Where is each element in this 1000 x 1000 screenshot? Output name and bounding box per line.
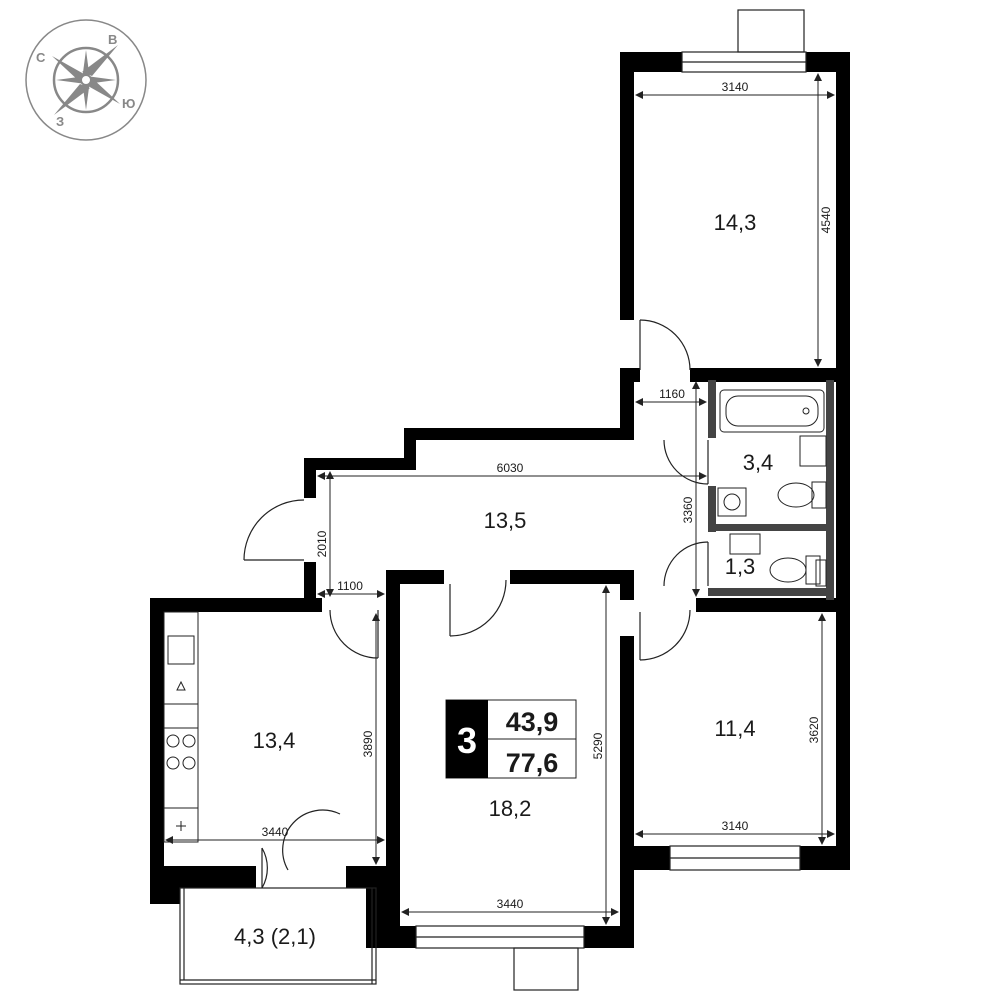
door-bedroom-bottom — [639, 609, 691, 661]
dim-entry-width: 1100 — [337, 579, 363, 593]
area-kitchen: 13,4 — [253, 728, 296, 753]
toilet-tank-icon — [811, 481, 827, 509]
kitchen-sink-icon — [167, 635, 195, 665]
door-kitchen — [329, 609, 379, 659]
windows — [415, 9, 807, 991]
door-balcony — [282, 809, 341, 871]
door-entrance — [243, 499, 305, 561]
area-bedroom-bottom: 11,4 — [714, 716, 755, 741]
dim-corridor-width: 6030 — [497, 461, 524, 475]
dim-living-height: 5290 — [591, 732, 605, 759]
dim-kitchen-width: 3440 — [262, 825, 289, 839]
compass-west-label: З — [56, 114, 64, 129]
compass: С В Ю З — [25, 19, 147, 141]
compass-rose-icon — [52, 45, 120, 115]
area-corridor: 13,5 — [484, 508, 527, 533]
door-wc — [663, 541, 709, 587]
door-bathroom — [663, 439, 709, 485]
fixtures — [163, 389, 827, 843]
dimension-labels: 3140 4540 1160 6030 2010 3360 1100 3890 … — [262, 80, 833, 911]
area-wc: 1,3 — [725, 554, 756, 579]
stove-icon — [166, 734, 180, 748]
total-area: 77,6 — [506, 748, 559, 778]
toilet-icon — [777, 482, 815, 508]
area-bedroom-top: 14,3 — [714, 210, 757, 235]
compass-south-label: Ю — [122, 96, 135, 111]
room-count: 3 — [457, 720, 477, 761]
compass-north-label: С — [36, 50, 46, 65]
room-areas: 14,3 13,5 3,4 1,3 13,4 18,2 11,4 4,3 (2,… — [234, 210, 773, 949]
dim-entry-height: 2010 — [315, 530, 329, 557]
dim-bath-height: 3360 — [681, 496, 695, 523]
dim-hall-width: 1160 — [659, 387, 685, 401]
washbasin-icon — [799, 435, 827, 467]
dim-kitchen-height: 3890 — [361, 730, 375, 757]
compass-ring-icon — [25, 19, 147, 141]
balcony — [179, 887, 377, 985]
exterior-walls — [150, 52, 850, 948]
summary-badge: 3 43,9 77,6 — [445, 699, 577, 779]
door-living — [449, 579, 507, 637]
wc-sink-icon — [729, 533, 761, 555]
dimension-lines — [165, 73, 835, 925]
dim-bedroom-bottom-width: 3140 — [722, 819, 749, 833]
dim-bedroom-bottom-height: 3620 — [807, 716, 821, 743]
area-bathroom: 3,4 — [743, 450, 774, 475]
living-area: 43,9 — [506, 707, 559, 737]
washing-machine-icon — [717, 487, 747, 517]
area-balcony: 4,3 (2,1) — [234, 924, 316, 949]
wc-toilet-icon — [769, 557, 807, 583]
dim-bedroom-top-width: 3140 — [722, 80, 749, 94]
bathroom-partitions — [708, 380, 834, 600]
area-living: 18,2 — [489, 796, 532, 821]
dim-living-width: 3440 — [497, 897, 524, 911]
door-bedroom-top — [639, 319, 691, 371]
bathtub-icon — [719, 389, 825, 433]
dim-bedroom-top-height: 4540 — [819, 206, 833, 233]
compass-east-label: В — [108, 32, 117, 47]
